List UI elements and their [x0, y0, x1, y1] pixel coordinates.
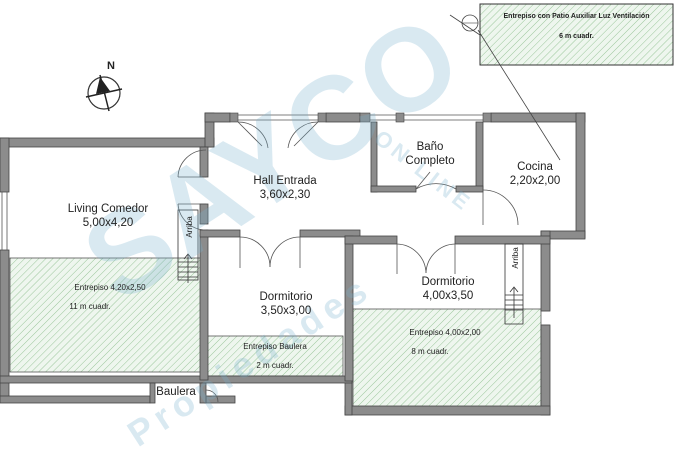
entrepiso-left-area [9, 257, 207, 373]
stairs-right [504, 243, 524, 325]
doors [177, 121, 519, 403]
room-bano-line2: Completo [405, 155, 455, 167]
room-hall-name: Hall Entrada [253, 175, 317, 187]
stairs-left [177, 209, 199, 283]
patio-leader [449, 14, 561, 161]
room-bano-line1: Baño [416, 141, 444, 153]
room-dorm2-dims: 4,00x3,50 [422, 290, 474, 302]
room-dorm1-dims: 3,50x3,00 [260, 305, 312, 317]
patio-title: Entrepiso con Patio Auxiliar Luz Ventila… [503, 13, 650, 20]
room-dorm1-name: Dormitorio [259, 291, 313, 303]
entrepiso-baulera-area [205, 335, 344, 377]
entrepiso-baulera-title: Entrepiso Baulera [243, 342, 307, 351]
room-hall-dims: 3,60x2,30 [259, 189, 311, 201]
windows [1, 114, 550, 326]
window-posts [229, 112, 492, 123]
entrepiso-left-area-label: 11 m cuadr. [69, 302, 111, 311]
patio-area-label: 6 m cuadr. [559, 33, 594, 40]
stairs-right-label: Arriba [511, 247, 520, 269]
room-living-name: Living Comedor [67, 203, 149, 215]
room-dorm2-name: Dormitorio [421, 276, 475, 288]
entrepiso-right-area-label: 8 m cuadr. [411, 347, 449, 356]
compass-north-label: N [107, 60, 115, 72]
entrepiso-right-title: Entrepiso 4,00x2,00 [409, 328, 481, 337]
entrepiso-right-area [352, 308, 542, 408]
entrepiso-left-title: Entrepiso 4,20x2,50 [74, 283, 146, 292]
room-cocina-dims: 2,20x2,00 [509, 175, 561, 187]
room-baulera-name: Baulera [156, 386, 196, 398]
room-living-dims: 5,00x4,20 [82, 217, 134, 229]
stairs-left-label: Arriba [185, 216, 194, 238]
walls [0, 112, 586, 416]
patio-area [479, 3, 674, 66]
compass-icon [85, 74, 123, 112]
room-cocina-name: Cocina [517, 161, 553, 173]
entrepiso-baulera-area-label: 2 m cuadr. [256, 361, 294, 370]
